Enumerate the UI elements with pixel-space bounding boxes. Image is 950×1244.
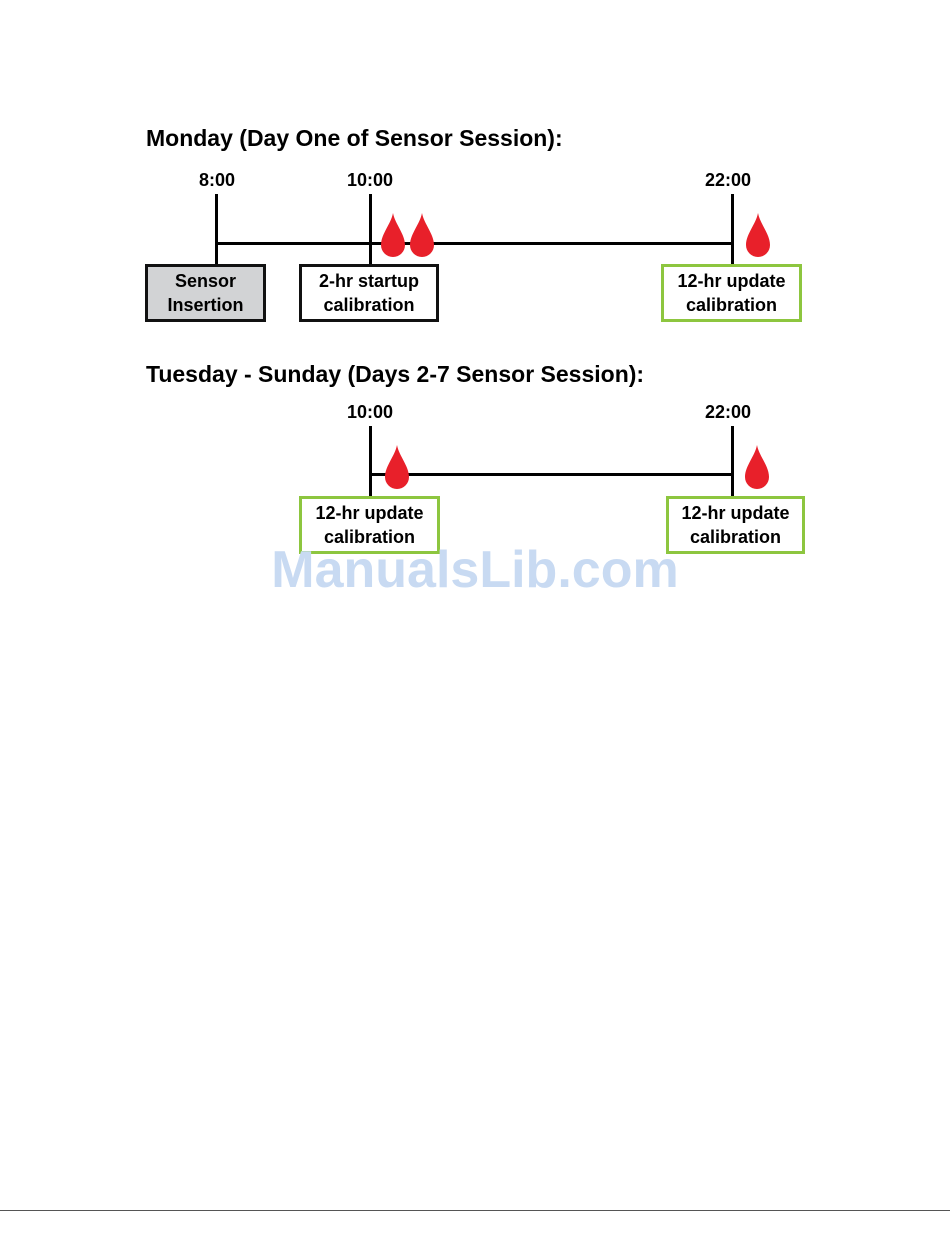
monday-tick-8: [215, 194, 218, 264]
monday-update-calibration-box: 12-hr update calibration: [661, 264, 802, 322]
monday-time-8: 8:00: [199, 170, 235, 191]
watermark: ManualsLib.com: [0, 540, 950, 600]
tuesday-tick-22: [731, 426, 734, 496]
monday-timeline: [215, 242, 734, 245]
footer-divider: [0, 1210, 950, 1211]
blood-drop-icon: [380, 212, 406, 258]
monday-tick-10: [369, 194, 372, 264]
monday-time-10: 10:00: [347, 170, 393, 191]
tuesday-heading: Tuesday - Sunday (Days 2-7 Sensor Sessio…: [146, 361, 644, 388]
blood-drop-icon: [409, 212, 435, 258]
monday-tick-22: [731, 194, 734, 264]
sensor-insertion-box: Sensor Insertion: [145, 264, 266, 322]
blood-drop-icon: [745, 212, 771, 258]
monday-heading: Monday (Day One of Sensor Session):: [146, 125, 563, 152]
tuesday-timeline: [369, 473, 734, 476]
tuesday-tick-10: [369, 426, 372, 496]
tuesday-time-22: 22:00: [705, 402, 751, 423]
monday-time-22: 22:00: [705, 170, 751, 191]
blood-drop-icon: [384, 444, 410, 490]
startup-calibration-box: 2-hr startup calibration: [299, 264, 439, 322]
tuesday-time-10: 10:00: [347, 402, 393, 423]
blood-drop-icon: [744, 444, 770, 490]
